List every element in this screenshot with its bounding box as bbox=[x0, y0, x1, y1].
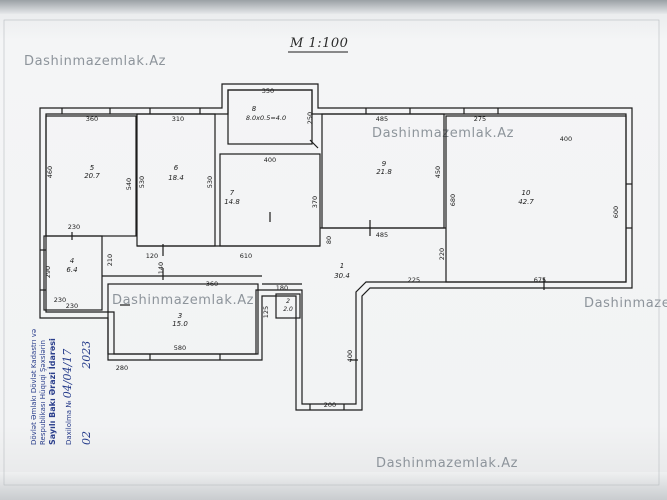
dimension-label: 350 bbox=[262, 87, 274, 95]
dimension-label: 310 bbox=[172, 115, 184, 123]
dimension-label: 200 bbox=[324, 401, 336, 409]
watermark: Dashinmazemlak.Az bbox=[584, 296, 667, 311]
room-3-area: 15.0 bbox=[172, 320, 188, 328]
dimension-label: 610 bbox=[240, 252, 252, 260]
stamp-reg-number: 04/04/17 bbox=[61, 348, 74, 399]
top-shadow bbox=[0, 0, 667, 14]
dimension-label: 290 bbox=[44, 266, 52, 278]
stamp-line: Dövlət Əmlakı Dövlət Kadastrı və bbox=[30, 328, 38, 445]
dimension-label: 400 bbox=[264, 156, 276, 164]
room-10-number: 10 bbox=[522, 189, 531, 197]
dimension-label: 400 bbox=[346, 350, 354, 362]
dimension-label: 580 bbox=[174, 344, 186, 352]
room-2-number: 2 bbox=[286, 298, 290, 305]
dimension-label: 230 bbox=[54, 296, 66, 304]
dimension-label: 600 bbox=[612, 206, 620, 218]
room-9-number: 9 bbox=[382, 160, 387, 168]
dimension-label: 275 bbox=[474, 115, 486, 123]
dimension-label: 485 bbox=[376, 115, 388, 123]
dimension-label: 180 bbox=[276, 284, 288, 292]
bottom-shadow bbox=[0, 472, 667, 500]
dimension-label: 485 bbox=[376, 231, 388, 239]
stamp-reg-label: Dаxilоlmа № bbox=[65, 400, 73, 445]
dimension-label: 80 bbox=[325, 236, 333, 244]
dimension-label: 120 bbox=[146, 252, 158, 260]
room-1-area: 30.4 bbox=[334, 272, 350, 280]
scale-label: M 1:100 bbox=[290, 36, 349, 51]
dimension-label: 540 bbox=[125, 178, 133, 190]
room-4-area: 6.4 bbox=[66, 266, 77, 274]
room-2-area: 2.0 bbox=[283, 306, 293, 313]
room-8-wall bbox=[227, 89, 313, 145]
dimension-label: 280 bbox=[116, 364, 128, 372]
cadastral-stamp: Dövlət Əmlakı Dövlət Kadastrı və Respubl… bbox=[0, 310, 160, 445]
dimension-label: 400 bbox=[560, 135, 572, 143]
dimension-label: 250 bbox=[306, 112, 314, 124]
dimension-label: 450 bbox=[434, 166, 442, 178]
dimension-label: 360 bbox=[206, 280, 218, 288]
stamp-line: Sayılı Bakı Ərazi İdarəsi bbox=[48, 338, 57, 445]
room-7-number: 7 bbox=[230, 189, 235, 197]
dimension-label: 230 bbox=[66, 302, 78, 310]
room-7-area: 14.8 bbox=[224, 198, 240, 206]
room-8-number: 8 bbox=[252, 105, 257, 113]
room-6-area: 18.4 bbox=[168, 174, 184, 182]
dimension-label: 370 bbox=[311, 196, 319, 208]
sheet-border bbox=[3, 19, 660, 486]
room-3-wall bbox=[107, 283, 259, 355]
watermark: Dashinmazemlak.Az bbox=[24, 54, 167, 69]
dimension-label: 675 bbox=[534, 276, 546, 284]
dimension-label: 140 bbox=[157, 262, 165, 274]
dimension-label: 210 bbox=[106, 254, 114, 266]
room-10-area: 42.7 bbox=[518, 198, 534, 206]
dimension-label: 220 bbox=[438, 248, 446, 260]
watermark: Dashinmazemlak.Az bbox=[112, 293, 255, 308]
room-2-wall bbox=[275, 293, 301, 319]
room-5-number: 5 bbox=[90, 164, 95, 172]
room-9-area: 21.8 bbox=[376, 168, 392, 176]
stamp-date: 02 bbox=[80, 431, 93, 445]
room-6-number: 6 bbox=[174, 164, 179, 172]
room-10-wall bbox=[445, 115, 627, 283]
room-4-number: 4 bbox=[70, 257, 74, 265]
dimension-label: 530 bbox=[206, 176, 214, 188]
dimension-label: 230 bbox=[68, 223, 80, 231]
stamp-line: Respublikası Hüquqi Şəxslərin bbox=[39, 340, 47, 445]
dimension-label: 530 bbox=[138, 176, 146, 188]
dimension-label: 360 bbox=[86, 115, 98, 123]
dimension-label: 460 bbox=[46, 166, 54, 178]
room-5-area: 20.7 bbox=[84, 172, 100, 180]
room-1-number: 1 bbox=[340, 262, 344, 270]
room-4-wall bbox=[43, 235, 103, 311]
dimension-label: 225 bbox=[408, 276, 420, 284]
dimension-label: 125 bbox=[262, 306, 270, 318]
watermark: Dashinmazemlak.Az bbox=[376, 456, 519, 471]
room-3-number: 3 bbox=[178, 312, 182, 320]
watermark: Dashinmazemlak.Az bbox=[372, 126, 515, 141]
room-8-area: 8.0x0.5=4.0 bbox=[246, 114, 286, 122]
dimension-label: 680 bbox=[449, 194, 457, 206]
stamp-year: 2023 bbox=[80, 340, 93, 369]
